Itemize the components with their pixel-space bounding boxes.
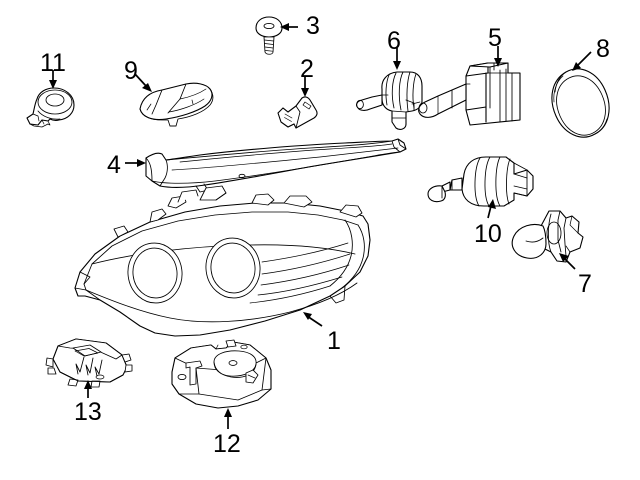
callout-label-8: 8	[596, 35, 610, 63]
part-12-hid-ballast-module	[171, 339, 272, 409]
callout-label-12: 12	[213, 430, 241, 458]
callout-label-10: 10	[474, 220, 502, 248]
part-6-halogen-bulb	[356, 71, 423, 130]
part-4-upper-trim-molding	[145, 138, 407, 193]
callout-label-11: 11	[40, 49, 66, 77]
callout-label-13: 13	[74, 398, 102, 426]
part-13-control-module	[45, 338, 133, 388]
callout-label-7: 7	[578, 270, 592, 298]
callout-label-6: 6	[387, 27, 401, 55]
part-3-mounting-screw	[255, 16, 283, 55]
callout-label-9: 9	[124, 57, 138, 85]
part-9-bulb-access-cover	[139, 82, 214, 127]
part-5-xenon-hid-bulb	[418, 62, 521, 126]
callout-label-1: 1	[327, 327, 341, 355]
callout-label-5: 5	[488, 24, 502, 52]
part-7-signal-bulb-socket	[511, 210, 584, 263]
part-2-mounting-bracket	[277, 96, 318, 129]
callout-label-3: 3	[306, 12, 320, 40]
part-1-headlamp-assembly	[74, 185, 371, 337]
callout-label-2: 2	[300, 55, 314, 83]
part-8-sealing-gasket-ring	[551, 68, 610, 138]
callout-leaders	[49, 23, 592, 429]
part-11-horn	[26, 87, 75, 128]
callout-label-4: 4	[107, 151, 121, 179]
part-10-headlamp-leveling-motor	[427, 156, 534, 207]
